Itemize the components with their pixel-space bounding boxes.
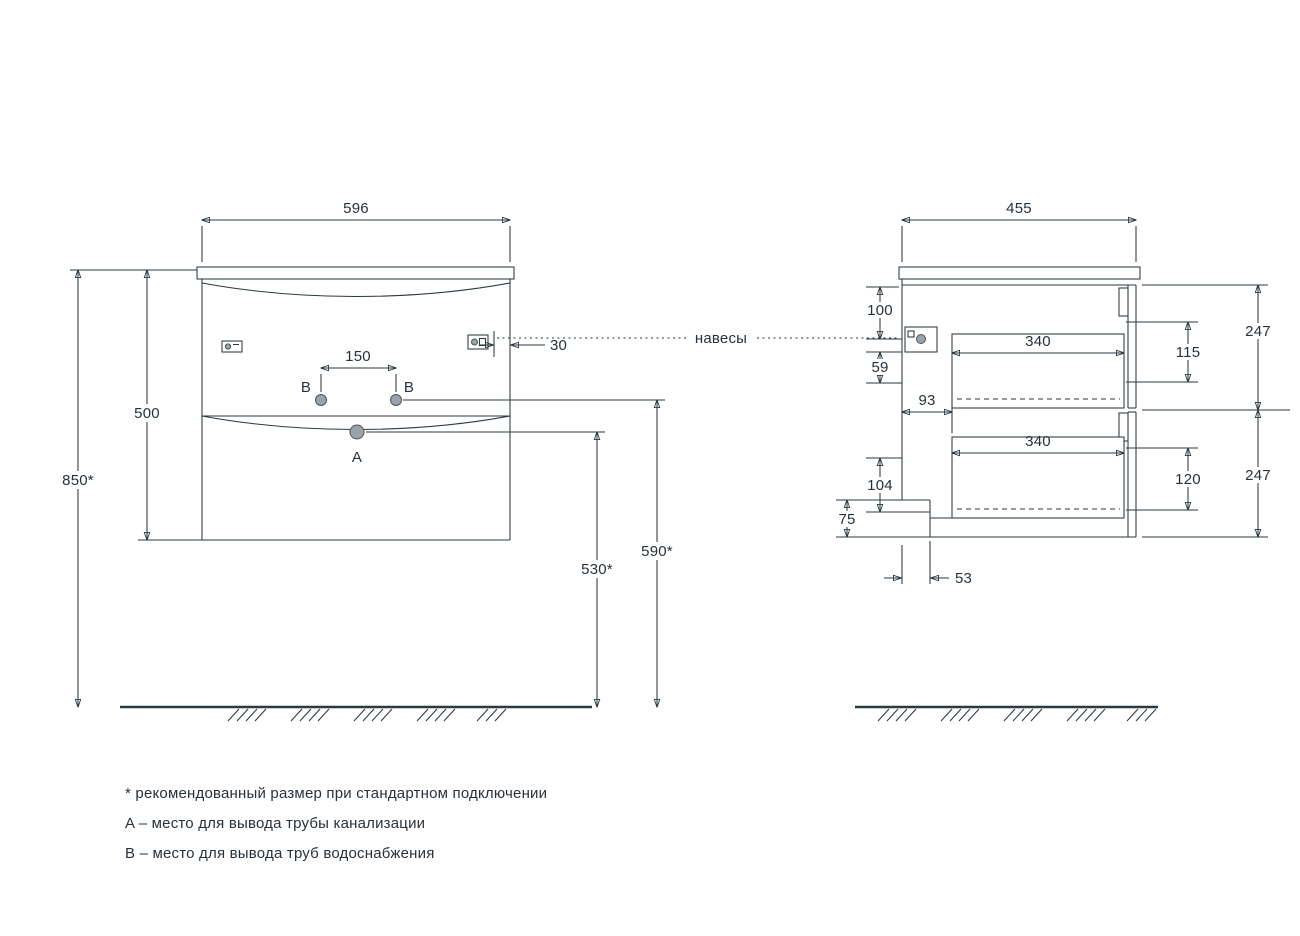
dim-wall-gap-label: 93 [918,392,935,409]
note-point-a: A – место для вывода трубы канализации [125,815,425,832]
hangers-callout: навесы [497,330,899,347]
dim-drawer-side-top-label: 115 [1176,344,1201,361]
dim-front-height: 500 [70,269,202,541]
dim-drawer-depth-bottom: 340 [952,433,1124,453]
label-supply-left: B [301,379,311,396]
dim-drawer-depth-top: 340 [952,333,1124,353]
notes: * рекомендованный размер при стандартном… [125,785,547,862]
bracket-hole-icon [471,338,478,346]
dim-bottom-clearance: 104 [860,457,930,513]
dim-supply-height-label: 590* [641,543,673,560]
floor-left [120,705,592,722]
dim-front-height-label: 500 [134,405,160,422]
dim-bracket-offset-label: 30 [550,337,567,354]
dim-front-panel-bottom-label: 247 [1245,467,1271,484]
vanity-front-outline [196,266,515,541]
dim-drawer-side-top: 115 [1126,321,1204,383]
dim-front-width-label: 596 [343,200,369,217]
dim-pipe-spacing-label: 150 [345,348,371,365]
side-mounting-bracket [904,326,938,353]
dim-recess-height-label: 75 [838,511,855,528]
dim-drain-height-label: 530* [581,561,613,578]
dim-front-panel-top: 247 [1142,284,1290,411]
dim-wall-gap: 93 [902,392,953,433]
dim-recess-height: 75 [834,499,930,538]
dim-recess-width: 53 [884,541,972,587]
dim-drawer-depth-top-label: 340 [1025,333,1051,350]
dim-top-clearance: 100 [861,286,902,340]
dim-drawer-side-bottom-label: 120 [1175,471,1201,488]
drawer-top [951,333,1125,409]
handle-groove-top [1118,287,1129,317]
front-view: 596 500 850* 150 30 [55,200,681,707]
dim-mount-height: 850* [55,270,101,707]
label-supply-right: B [404,379,414,396]
hangers-label: навесы [695,330,747,347]
dim-bracket-height: 59 [866,351,902,384]
floor-right [855,705,1158,722]
dim-drain-height: 530* [366,431,621,707]
dim-supply-height: 590* [403,399,681,707]
dim-side-depth-label: 455 [1006,200,1032,217]
floor-hatch-left [227,708,507,722]
drain-point [349,424,365,440]
bracket-hole-icon [916,334,926,344]
note-point-b: B – место для вывода труб водоснабжения [125,845,435,862]
mounting-bracket-right [467,334,489,350]
floor-hatch-right [877,708,1157,722]
dim-front-panel-bottom: 247 [1142,410,1277,538]
dim-mount-height-label: 850* [62,472,94,489]
supply-point-right [390,394,402,406]
dim-drawer-depth-bottom-label: 340 [1025,433,1051,450]
vanity-side-outline [898,266,1141,538]
connection-points: B B A [301,379,414,466]
supply-point-left [315,394,327,406]
note-asterisk: * рекомендованный размер при стандартном… [125,785,547,802]
dim-bracket-offset: 30 [479,331,567,357]
mounting-bracket-left [221,340,243,353]
bracket-hole-icon [224,343,232,350]
dim-recess-width-label: 53 [955,570,972,587]
dim-top-clearance-label: 100 [867,302,893,319]
side-view: 455 100 59 93 [834,200,1290,587]
dim-bracket-height-label: 59 [871,359,888,376]
dim-side-depth: 455 [901,200,1137,262]
label-drain: A [352,449,362,466]
dim-drawer-side-bottom: 120 [1126,447,1204,511]
dim-front-panel-top-label: 247 [1245,323,1271,340]
dim-front-width: 596 [201,200,511,262]
dim-bottom-clearance-label: 104 [867,477,893,494]
dim-pipe-spacing: 150 [320,348,397,392]
